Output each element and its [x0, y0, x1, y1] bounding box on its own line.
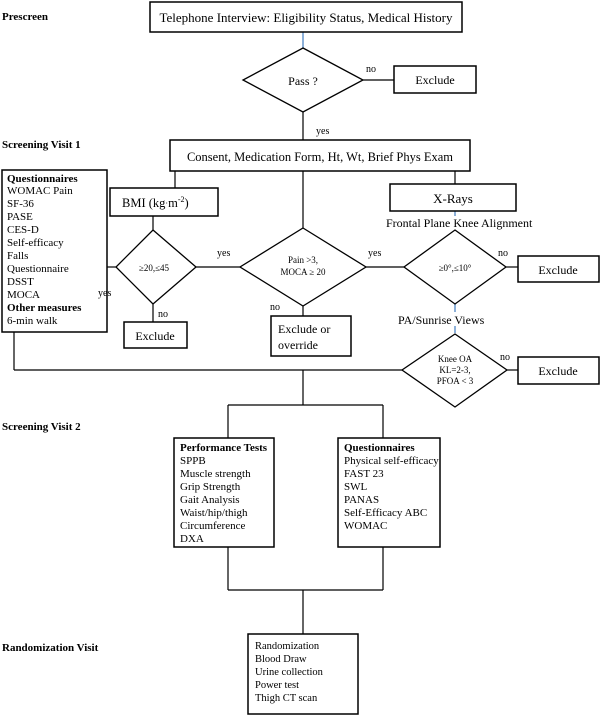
prescreen-exclude-box: [393, 65, 477, 94]
bmi-label: BMI (kg·m-2): [122, 195, 189, 210]
prescreen-exclude-label: Exclude: [415, 73, 454, 87]
list-item: PASE: [7, 211, 33, 223]
section-randomization-visit: Randomization Visit: [2, 642, 99, 654]
list-item: Self-Efficacy ABC: [344, 507, 427, 519]
bmi-yes-right-label: yes: [217, 248, 230, 259]
pain-no-label: no: [270, 302, 280, 313]
performance-tests-title: Performance Tests: [180, 442, 268, 454]
knee-oa-line3: PFOA < 3: [437, 376, 474, 386]
connectors: [13, 32, 518, 634]
questionnaires-title-2: Questionnaires: [344, 442, 415, 454]
consent-label: Consent, Medication Form, Ht, Wt, Brief …: [187, 150, 453, 164]
list-item: Waist/hip/thigh: [180, 507, 248, 519]
pa-sunrise-label: PA/Sunrise Views: [398, 313, 485, 327]
list-item: WOMAC: [344, 520, 387, 532]
moca-label: MOCA ≥ 20: [281, 267, 326, 277]
pass-yes-label: yes: [316, 126, 329, 137]
section-screening-visit-1: Screening Visit 1: [2, 139, 81, 151]
section-prescreen: Prescreen: [2, 11, 48, 23]
pass-diamond: [241, 47, 365, 113]
other-measures-title: Other measures: [7, 302, 82, 314]
list-item: WOMAC Pain: [7, 185, 73, 197]
list-item: Urine collection: [255, 667, 324, 678]
bmi-diamond: [115, 229, 197, 305]
performance-tests-list: Performance Tests SPPB Muscle strength G…: [180, 442, 268, 545]
list-item: MOCA: [7, 289, 40, 301]
telephone-interview-label: Telephone Interview: Eligibility Status,…: [160, 10, 453, 25]
consent-box: [169, 139, 471, 172]
frontal-plane-label: Frontal Plane Knee Alignment: [386, 216, 533, 230]
list-item: Randomization: [255, 641, 320, 652]
knee-oa-line2: KL=2-3,: [439, 365, 470, 375]
list-item: Gait Analysis: [180, 494, 240, 506]
list-item: Questionnaire: [7, 263, 69, 275]
pain-label: Pain >3,: [288, 255, 318, 265]
alignment-exclude-label: Exclude: [538, 263, 577, 277]
list-item: Blood Draw: [255, 654, 307, 665]
exclude-override-line1: Exclude or: [278, 322, 330, 336]
bmi-exclude-label: Exclude: [135, 329, 174, 343]
knee-oa-no-label: no: [500, 352, 510, 363]
questionnaires-box-1: [1, 169, 108, 333]
bmi-exclude-box: [123, 321, 188, 349]
pass-no-label: no: [366, 64, 376, 75]
list-item: Physical self-efficacy: [344, 455, 439, 467]
pass-label: Pass ?: [288, 74, 318, 88]
list-item: Muscle strength: [180, 468, 251, 480]
bmi-yes-label: yes: [98, 288, 111, 299]
knee-oa-exclude-box: [517, 356, 600, 385]
pain-moca-diamond: [238, 227, 368, 307]
list-item: SPPB: [180, 455, 206, 467]
performance-tests-box: [173, 437, 275, 548]
list-item: CES-D: [7, 224, 39, 236]
telephone-interview-box: [149, 1, 463, 33]
list-item: SWL: [344, 481, 368, 493]
list-item: PANAS: [344, 494, 379, 506]
list-item: DXA: [180, 533, 204, 545]
questionnaires-list-2: Questionnaires Physical self-efficacy FA…: [344, 442, 439, 532]
list-item: FAST 23: [344, 468, 384, 480]
list-item: SF-36: [7, 198, 34, 210]
pain-yes-label: yes: [368, 248, 381, 259]
alignment-no-label: no: [498, 248, 508, 259]
knee-oa-exclude-label: Exclude: [538, 364, 577, 378]
knee-oa-diamond: [400, 333, 509, 408]
questionnaires-title-1: Questionnaires: [7, 173, 78, 185]
exclude-override-box: [270, 315, 352, 357]
knee-oa-line1: Knee OA: [438, 354, 473, 364]
list-item: DSST: [7, 276, 34, 288]
alignment-exclude-box: [517, 255, 600, 283]
list-item: 6-min walk: [7, 315, 58, 327]
bmi-no-label: no: [158, 309, 168, 320]
list-item: Power test: [255, 680, 299, 691]
alignment-label: ≥0°,≤10°: [439, 263, 472, 273]
randomization-list: Randomization Blood Draw Urine collectio…: [255, 641, 324, 704]
xrays-label: X-Rays: [433, 191, 473, 206]
list-item: Circumference: [180, 520, 245, 532]
questionnaires-list-1: Questionnaires WOMAC Pain SF-36 PASE CES…: [7, 173, 82, 327]
questionnaires-box-2: [337, 437, 441, 548]
list-item: Falls: [7, 250, 28, 262]
exclude-override-line2: override: [278, 338, 318, 352]
list-item: Self-efficacy: [7, 237, 64, 249]
randomization-box: [247, 633, 359, 715]
bmi-range-label: ≥20,≤45: [139, 263, 170, 273]
list-item: Grip Strength: [180, 481, 241, 493]
alignment-diamond: [402, 229, 508, 305]
xrays-box: [389, 183, 517, 212]
bmi-box: [109, 187, 219, 217]
list-item: Thigh CT scan: [255, 693, 318, 704]
section-screening-visit-2: Screening Visit 2: [2, 421, 81, 433]
